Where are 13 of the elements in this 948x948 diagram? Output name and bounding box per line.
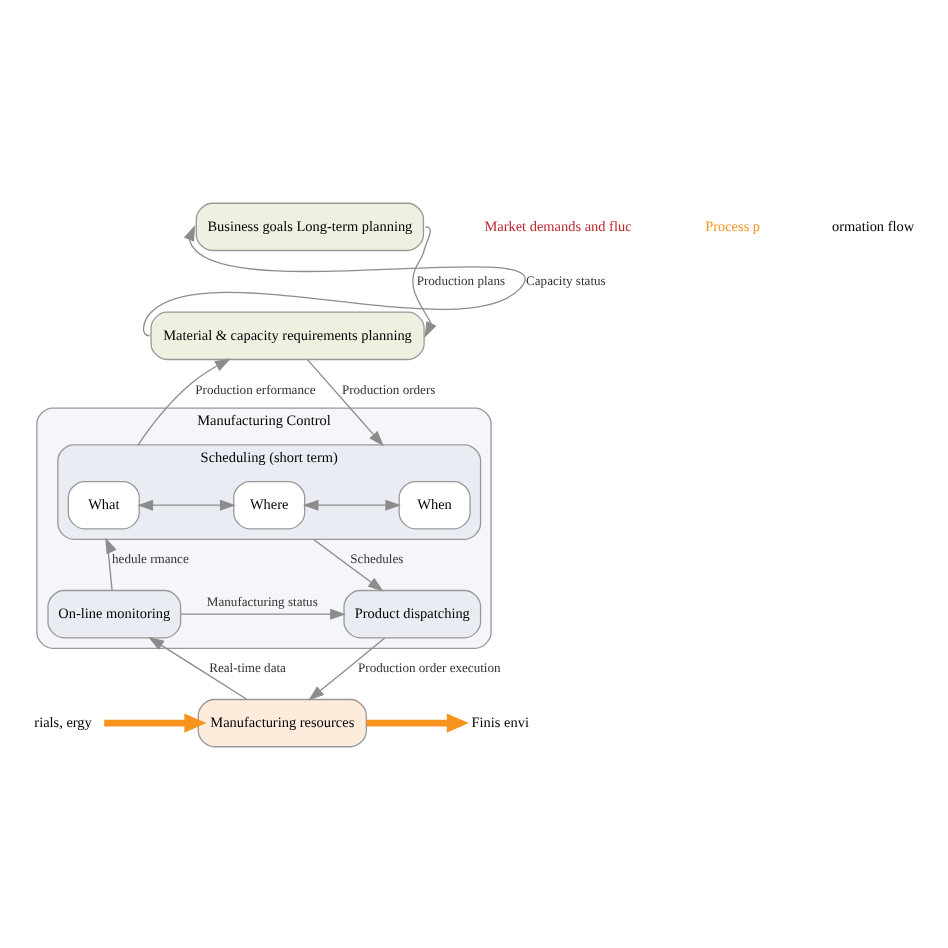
arrow: [366, 712, 469, 732]
arrow: [308, 636, 386, 700]
arrow: [142, 224, 526, 336]
arrow: [104, 712, 207, 732]
arrow: [302, 498, 402, 510]
arrow: [105, 536, 117, 590]
arrow: [137, 498, 236, 510]
arrow: [411, 225, 437, 337]
arrow: [312, 537, 384, 591]
arrow: [148, 635, 248, 699]
arrow: [137, 357, 231, 445]
arrow: [306, 358, 384, 446]
arrow: [180, 607, 346, 619]
